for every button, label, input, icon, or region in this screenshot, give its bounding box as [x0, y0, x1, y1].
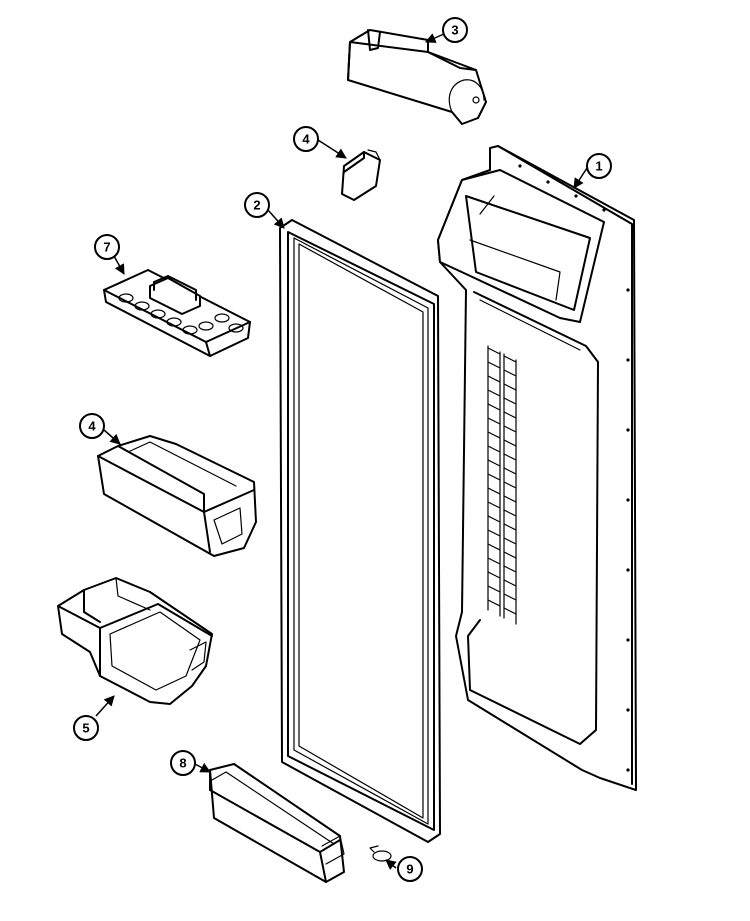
- part-8-dairy-shelf: [209, 763, 345, 883]
- callout-5: 5: [73, 715, 99, 741]
- callout-4-bin: 4: [79, 413, 105, 439]
- callout-4-cap: 4: [293, 126, 319, 152]
- callout-3-label: 3: [451, 23, 458, 38]
- part-2-door-gasket: [279, 219, 441, 843]
- callout-2: 2: [244, 192, 270, 218]
- part-9-light-bulb: [369, 845, 392, 862]
- callout-4-bin-label: 4: [88, 419, 96, 434]
- callout-7: 7: [94, 234, 120, 260]
- callout-4-cap-label: 4: [302, 132, 310, 147]
- part-4-small-cap: [341, 149, 381, 201]
- callout-3: 3: [442, 17, 468, 43]
- callout-9: 9: [397, 856, 423, 882]
- callout-1: 1: [586, 153, 612, 179]
- callout-8-label: 8: [179, 756, 186, 771]
- part-5-divided-bin: [57, 577, 213, 705]
- leader-lines: [95, 32, 588, 871]
- callout-8: 8: [170, 750, 196, 776]
- callout-2-label: 2: [253, 198, 260, 213]
- part-1-door-liner: [437, 145, 637, 791]
- callout-7-label: 7: [103, 240, 110, 255]
- callout-9-label: 9: [406, 862, 413, 877]
- callout-5-label: 5: [82, 721, 89, 736]
- part-7-egg-tray: [103, 269, 251, 357]
- callout-1-label: 1: [595, 159, 602, 174]
- part-3-upper-bin: [347, 29, 487, 125]
- part-4-door-bin: [97, 435, 257, 557]
